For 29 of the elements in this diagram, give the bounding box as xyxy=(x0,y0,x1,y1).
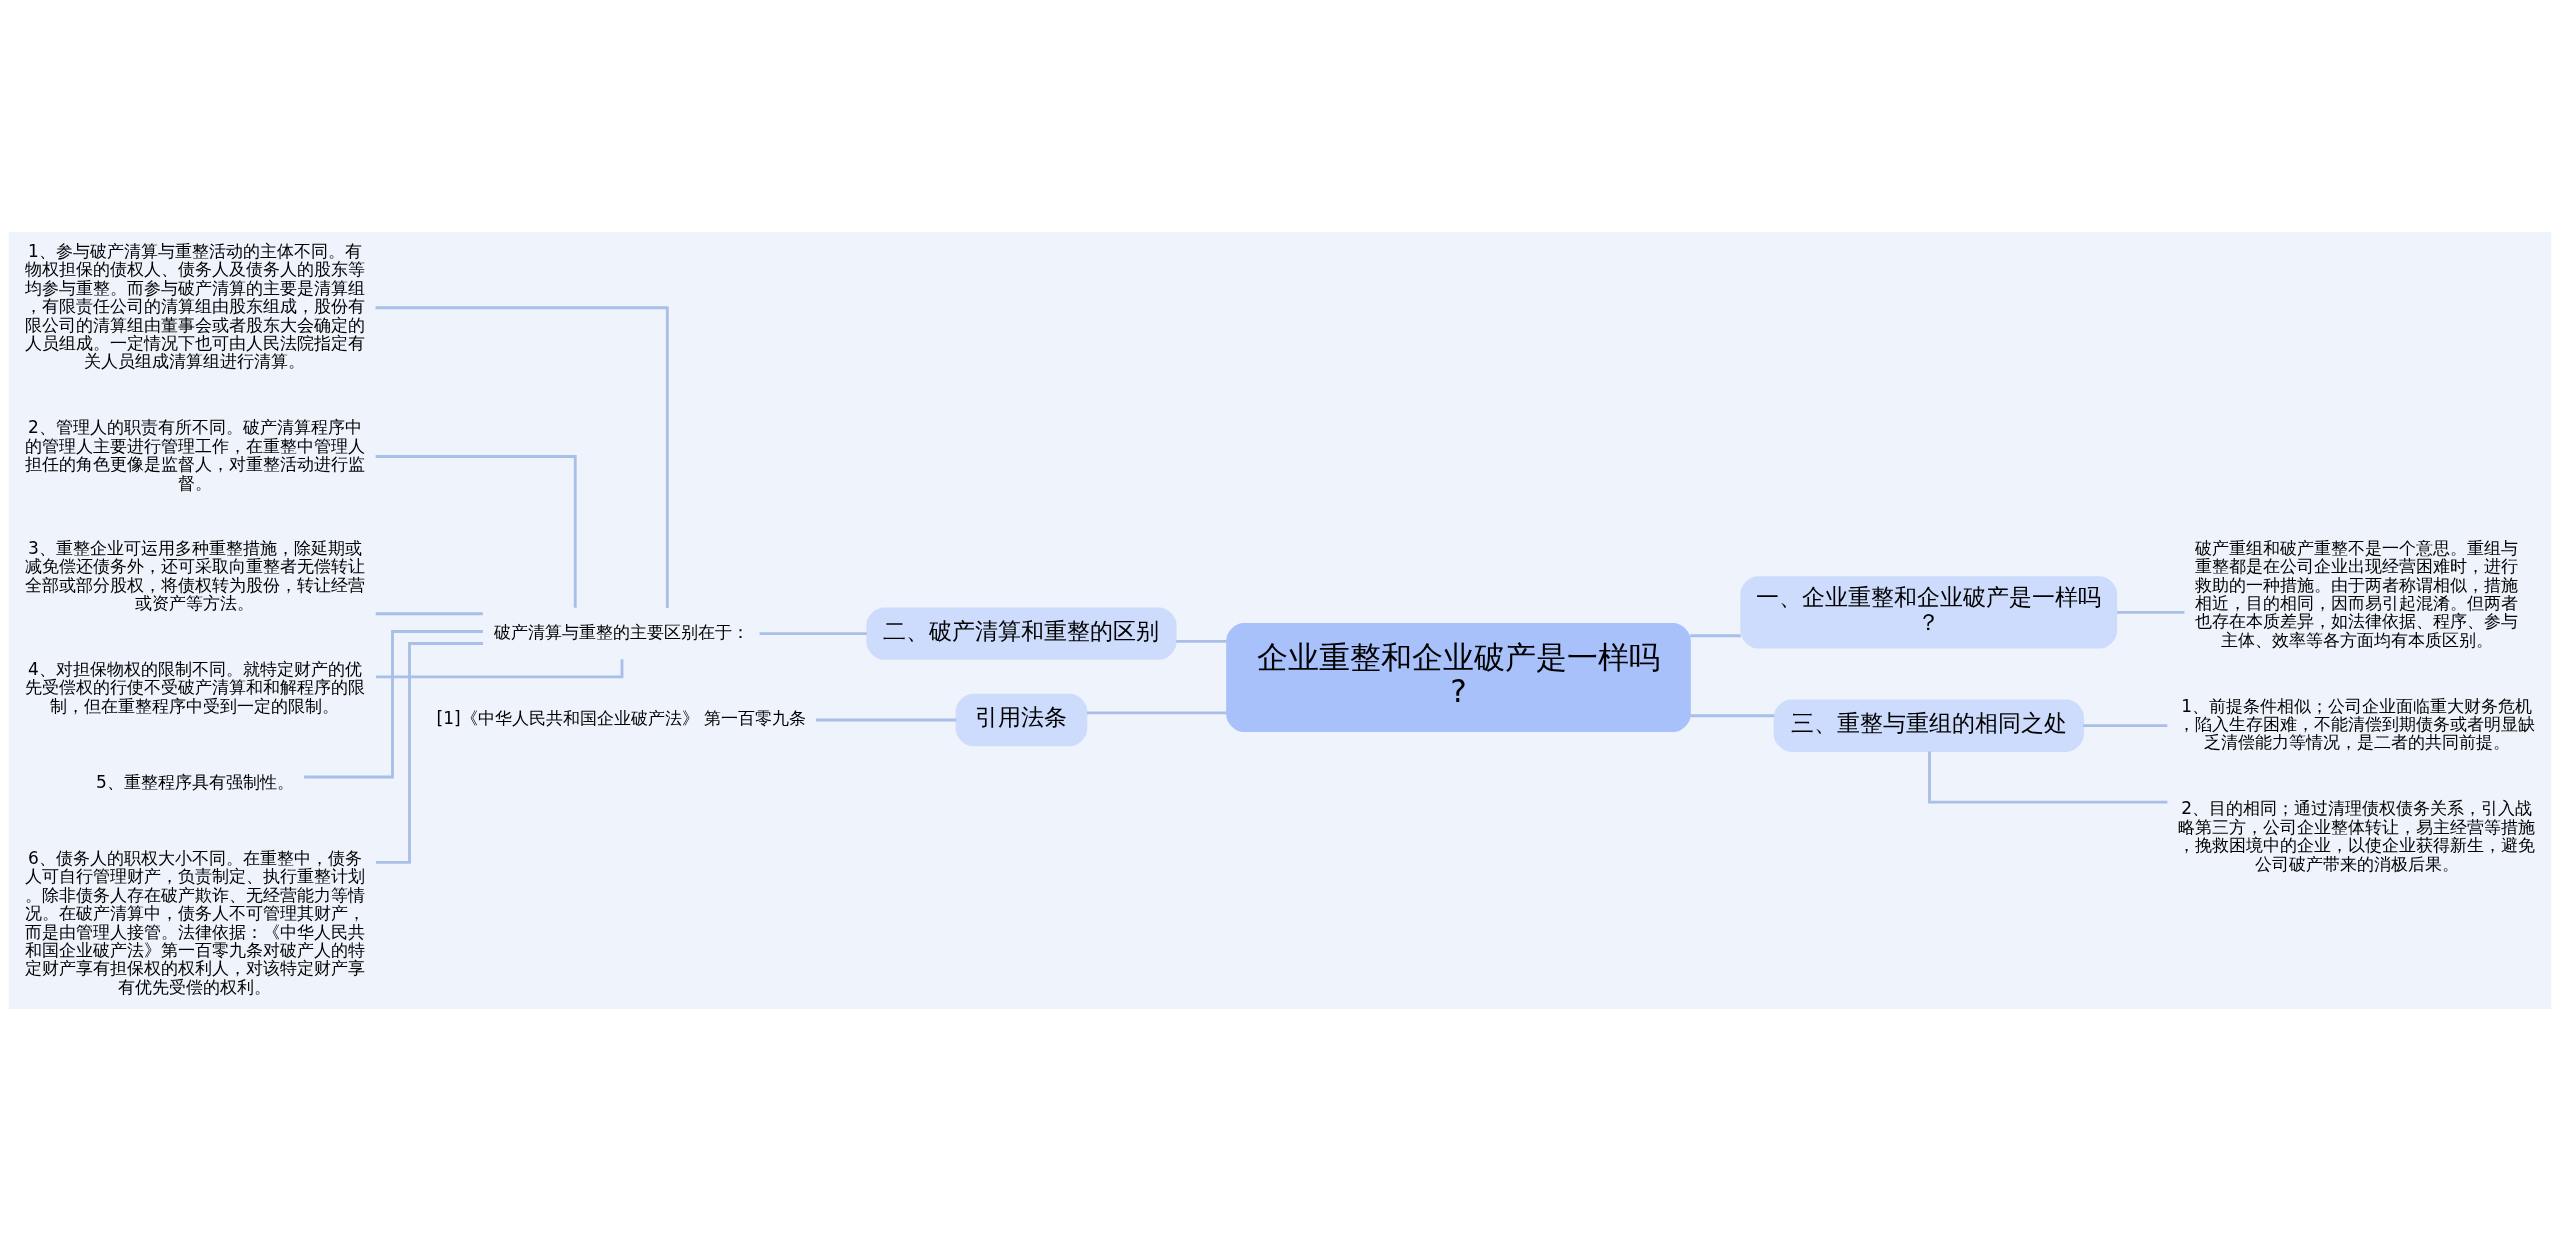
connector xyxy=(1690,714,1775,718)
connector xyxy=(2117,610,2185,614)
node-box: 一、企业重整和企业破产是一样吗？ xyxy=(1740,576,2118,649)
connector xyxy=(304,630,483,779)
connector xyxy=(2083,724,2168,728)
node-text: 4、对担保物权的限制不同。就特定财产的优先受偿权的行使不受破产清算和和解程序的限制，但在重整程序中受到一定的限制。 xyxy=(24,658,365,716)
connector xyxy=(1086,711,1227,715)
node-text: 1、前提条件相似；公司企业面临重大财务危机，陷入生存困难，不能清偿到期债务或者明显缺乏清偿能力等情况，是二者的共同前提。 xyxy=(2178,695,2536,753)
node-text: 6、债务人的职权大小不同。在重整中，债务人可自行管理财产，负责制定、执行重整计划。除非债务人存在破产欺诈、无经营能力等情况。在破产清算中，债务人不可管理其财产，而是由管理人接管。法律依据：《中华人民共和国企业破产法》第一百零九条对破产人的特定财产享有担保权的权利人，对该特定财产享有优先受偿的权利。 xyxy=(24,847,365,997)
node-text: 3、重整企业可运用多种重整措施，除延期或减免偿还债务外，还可采取向重整者无偿转让全部或部分股权，将债权转为股份，转让经营或资产等方法。 xyxy=(24,537,365,613)
node-box: 三、重整与重组的相同之处 xyxy=(1773,699,2084,752)
node-text: 1、参与破产清算与重整活动的主体不同。有物权担保的债权人、债务人及债务人的股东等均参与重整。而参与破产清算的主要是清算组，有限责任公司的清算组由股东组成，股份有限公司的清算组由董事会或者股东大会确定的人员组成。一定情况下也可由人民法院指定有关人员组成清算组进行清算。 xyxy=(24,240,365,372)
node-box: 企业重整和企业破产是一样吗? xyxy=(1226,623,1691,733)
connector xyxy=(375,306,669,609)
connector xyxy=(1690,634,1741,638)
node-text: 5、重整程序具有强制性。 xyxy=(95,772,294,793)
node-box: 引用法条 xyxy=(955,693,1088,747)
connector xyxy=(759,632,867,635)
node-text: [1]《中华人民共和国企业破产法》 第一百零九条 xyxy=(436,708,807,729)
connector xyxy=(1176,639,1227,643)
node-text: 2、管理人的职责有所不同。破产清算程序中的管理人主要进行管理工作，在重整中管理人担任的角色更像是监督人，对重整活动进行监督。 xyxy=(24,417,365,493)
connector xyxy=(1928,751,2168,804)
node-text: 破产重组和破产重整不是一个意思。重组与重整都是在公司企业出现经营困难时，进行救助的一种措施。由于两者称谓相似，措施相近，目的相同，因而易引起混淆。但两者也存在本质差异，如法律依据、程序、参与主体、效率等各方面均有本质区别。 xyxy=(2195,537,2519,650)
node-text: 破产清算与重整的主要区别在于： xyxy=(493,621,749,642)
connector xyxy=(816,718,957,722)
connector xyxy=(375,455,577,608)
node-text: 2、目的相同；通过清理债权债务关系，引入战略第三方，公司企业整体转让，易主经营等措施，挽救困境中的企业，以使企业获得新生，避免公司破产带来的消极后果。 xyxy=(2178,798,2536,874)
connector xyxy=(375,612,483,616)
node-box: 二、破产清算和重整的区别 xyxy=(866,607,1177,660)
